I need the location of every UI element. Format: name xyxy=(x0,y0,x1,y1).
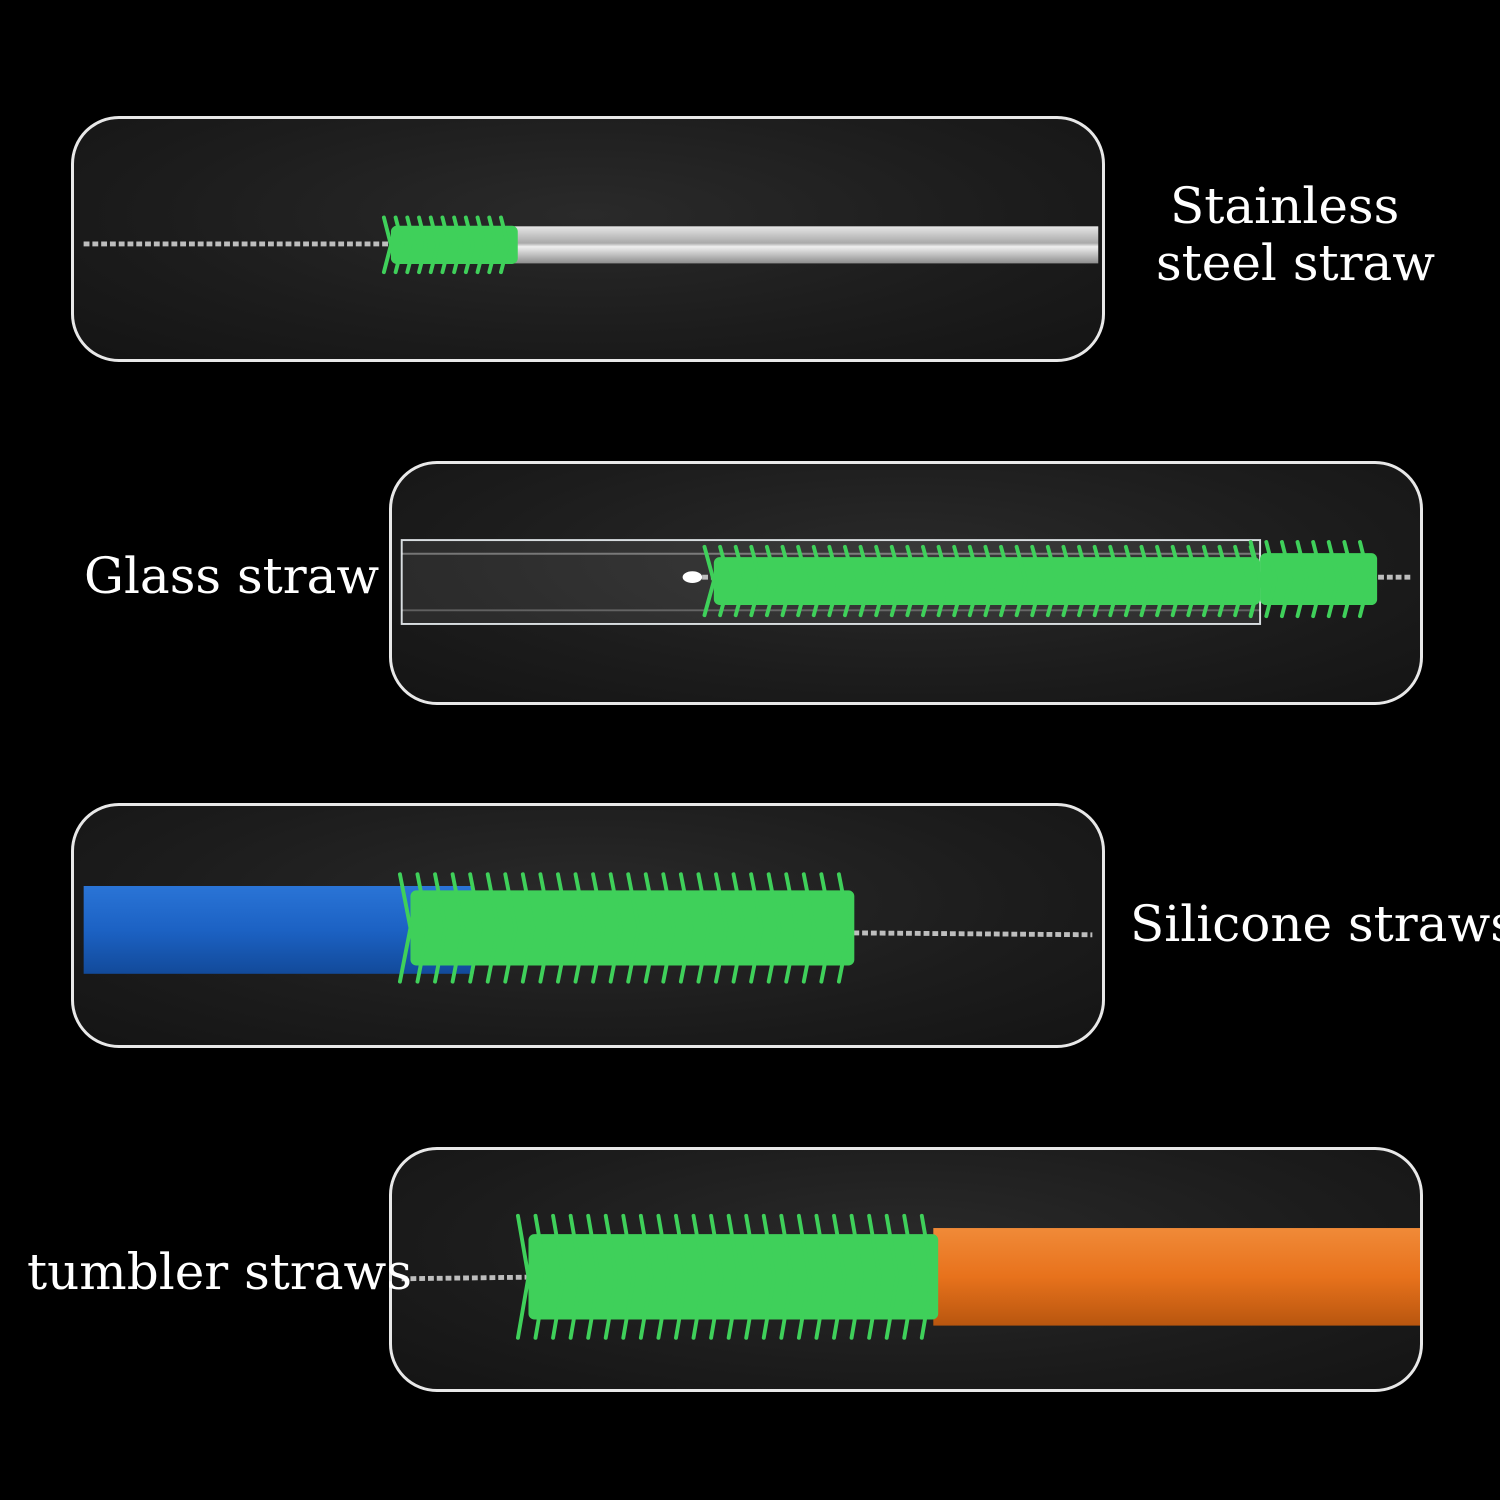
label-line: tumbler straws xyxy=(27,1243,413,1301)
label-silicone-straws: Silicone straws xyxy=(1130,896,1500,953)
panel-silicone-straws xyxy=(71,803,1105,1048)
panel-tumbler-straws xyxy=(389,1147,1423,1392)
label-line: Stainless xyxy=(1170,177,1400,235)
brush-bristles xyxy=(702,544,1263,618)
label-tumbler-straws: tumbler straws xyxy=(27,1244,412,1301)
label-line: steel straw xyxy=(1156,234,1436,292)
label-line: Silicone straws xyxy=(1130,895,1500,953)
label-glass-straw: Glass straw xyxy=(84,548,379,605)
label-stainless-steel-straw: Stainless steel straw xyxy=(1156,178,1435,292)
stainless-steel-straw-photo xyxy=(83,215,1099,275)
brush-bristles xyxy=(515,1213,939,1340)
brush-bristles xyxy=(397,872,855,984)
brush-bristles xyxy=(1248,540,1378,619)
glass-straw-photo xyxy=(400,539,1411,625)
tumbler-straw-photo xyxy=(401,1213,1420,1340)
panel-glass-straw xyxy=(389,461,1423,705)
brush-bristles xyxy=(381,215,518,275)
panel-stainless-steel-straw xyxy=(71,116,1105,362)
label-line: Glass straw xyxy=(84,547,380,605)
silicone-straw-photo xyxy=(83,872,1093,984)
